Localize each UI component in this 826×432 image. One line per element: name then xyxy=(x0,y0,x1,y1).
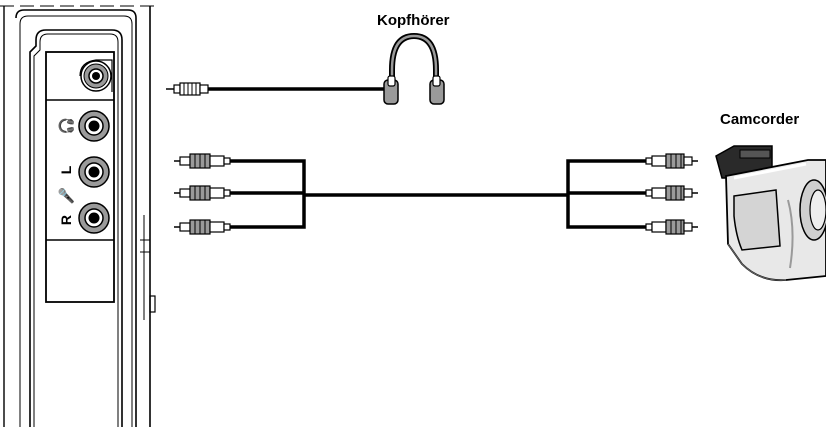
rca-plug-icon xyxy=(174,153,231,169)
port-label-right: R xyxy=(58,215,74,225)
camcorder-label: Camcorder xyxy=(720,111,800,128)
headphone-jack xyxy=(79,59,113,92)
av-cable-left-plugs xyxy=(174,153,231,235)
camcorder-icon xyxy=(715,145,826,282)
port-labels: 🎧 L 🎤 R xyxy=(57,117,75,225)
av-cable-wires xyxy=(230,159,646,229)
av-cable-right-plugs xyxy=(645,153,698,235)
rca-plug-icon xyxy=(174,185,231,201)
rca-plug-icon xyxy=(174,219,231,235)
audio-right-jack xyxy=(78,202,110,234)
port-label-mic: 🎤 xyxy=(57,187,75,205)
headphones-icon xyxy=(383,32,445,105)
rca-plug-icon xyxy=(645,185,698,201)
av-jacks xyxy=(78,110,110,234)
audio-left-jack xyxy=(78,156,110,188)
rca-plug-icon xyxy=(645,219,698,235)
headphones-label: Kopfhörer xyxy=(377,12,450,29)
video-jack xyxy=(78,110,110,142)
port-label-left: L xyxy=(58,165,74,174)
headphone-cable xyxy=(166,82,392,96)
rca-plug-icon xyxy=(645,153,698,169)
port-label-video: 🎧 xyxy=(58,117,75,134)
